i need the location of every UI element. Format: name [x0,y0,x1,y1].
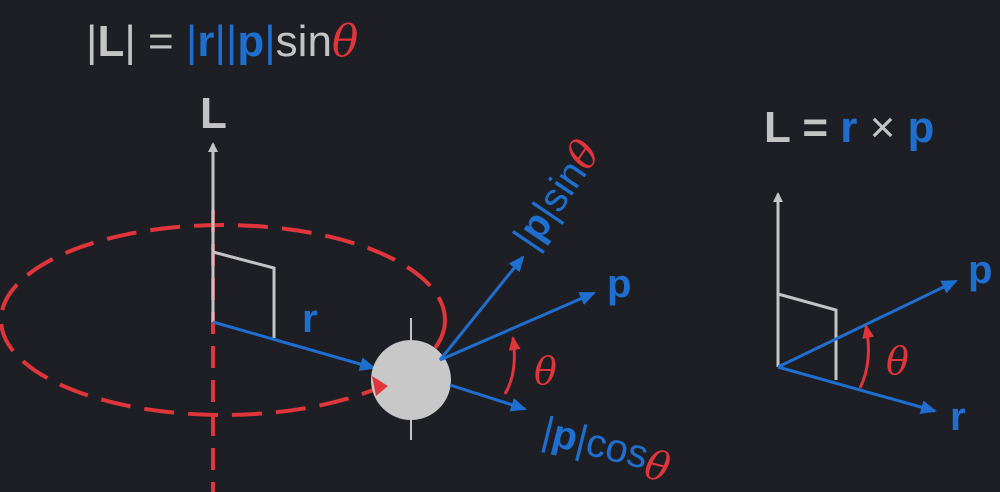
right-angle-mark [212,250,276,338]
particle-ball [371,340,451,420]
p-label-right: p [968,248,992,292]
cross-times: × [857,103,907,152]
formula-L: L [97,17,124,66]
formula-p-bar-close: | [264,17,275,66]
formula-r-bar-close: | [214,17,225,66]
p-parallel-vector [449,383,527,412]
r-vector-right [777,365,937,414]
formula-p: p [237,17,264,66]
r-vector [212,320,376,371]
cross-L: L [764,103,790,152]
p-label: p [607,262,631,306]
formula-theta: θ [332,16,359,67]
formula-magnitude: |L| = |r||p|sinθ [86,16,358,67]
formula-p-bar-open: | [226,17,237,66]
formula-open-bar: | [86,17,97,66]
formula-cross-product: L = r × p [764,103,934,152]
par-cos: cos [582,420,653,478]
formula-r-bar-open: | [186,17,197,66]
p-cos-theta-label: |p|cosθ [536,409,676,492]
r-label-right: r [950,395,966,439]
p-vector [439,291,596,362]
cross-r: r [840,103,857,152]
angle-arc-right [858,324,875,389]
theta-label-left: θ [534,349,557,393]
r-label: r [302,297,318,341]
right-angle-mark-right [777,292,838,380]
cross-eq: = [790,103,840,152]
orbit-direction-arrowhead [372,376,388,396]
theta-label-right: θ [886,339,909,383]
p-perpendicular-vector [438,255,525,361]
orbit-ellipse [0,223,447,417]
angle-arc-left [503,336,521,395]
L-label: L [200,89,227,138]
p-sin-theta-label: |p|sinθ [504,132,609,258]
p-vector-right [777,279,958,369]
formula-sin: sin [276,17,332,66]
cross-p: p [908,103,935,152]
formula-r: r [197,17,214,66]
formula-equals: | = [124,17,186,66]
